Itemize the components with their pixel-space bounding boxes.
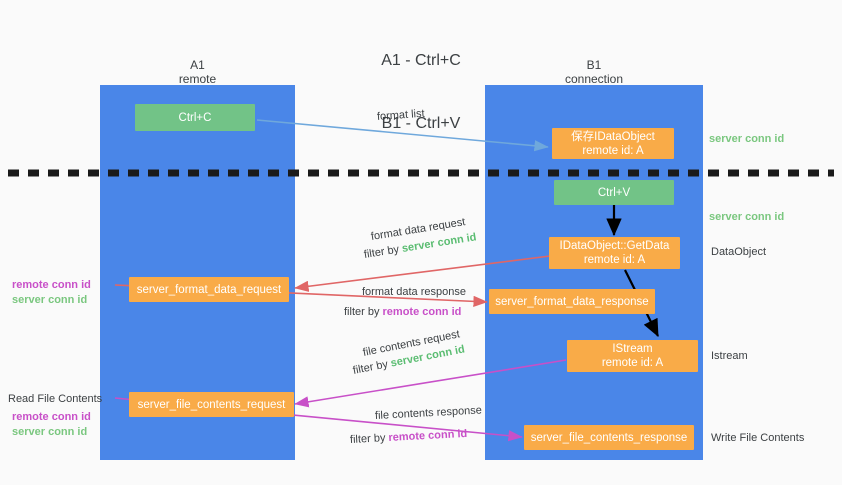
node-fmt-resp-label: server_format_data_response xyxy=(495,295,649,308)
node-istream-label: IStream xyxy=(612,343,653,355)
annotation-left-server-conn-id-2: server conn id xyxy=(12,426,88,438)
node-istream[interactable]: IStream remote id: A xyxy=(567,340,698,372)
annotation-left-conn-ids-lower: remote conn id server conn id xyxy=(12,410,91,440)
annotation-write-file-contents: Write File Contents xyxy=(711,431,804,446)
annotation-left-server-conn-id: server conn id xyxy=(12,294,88,306)
annotation-dataobject-text: DataObject xyxy=(711,246,767,258)
node-ctrl-c-label: Ctrl+C xyxy=(178,111,212,124)
node-file-resp-label: server_file_contents_response xyxy=(530,431,688,444)
column-header-a1: A1 remote xyxy=(100,58,295,86)
annotation-istream: Istream xyxy=(711,349,748,364)
annotation-right-server-conn-id-top: server conn id xyxy=(709,132,784,147)
node-fmt-req-label: server_format_data_request xyxy=(136,283,282,296)
node-getdata-label: IDataObject::GetData xyxy=(559,240,670,252)
node-ctrl-v[interactable]: Ctrl+V xyxy=(554,180,674,205)
node-file-req-label: server_file_contents_request xyxy=(137,398,286,411)
node-server-file-contents-request[interactable]: server_file_contents_request xyxy=(129,392,294,417)
arrow-format-data-request xyxy=(294,255,551,292)
annotation-left-remote-conn-id: remote conn id xyxy=(12,279,91,291)
node-save-idataobject-sub: remote id: A xyxy=(582,144,644,157)
column-header-b1: B1 connection xyxy=(485,58,703,86)
label-file-resp-prefix: filter by xyxy=(349,431,389,446)
arrow-format-list xyxy=(256,119,549,152)
arrow-file-contents-request xyxy=(294,359,567,408)
label-fmt-resp-prefix: filter by xyxy=(344,306,383,318)
annotation-istream-text: Istream xyxy=(711,350,748,362)
node-save-idataobject-label: 保存IDataObject xyxy=(571,130,655,143)
title-line-2: B1 - Ctrl+V xyxy=(381,115,461,132)
node-istream-sub: remote id: A xyxy=(601,357,664,369)
page-title: A1 - Ctrl+C B1 - Ctrl+V xyxy=(0,8,842,176)
node-idataobject-getdata[interactable]: IDataObject::GetData remote id: A xyxy=(549,237,680,269)
node-ctrl-c[interactable]: Ctrl+C xyxy=(135,104,255,131)
annotation-right-server-mid-text: server conn id xyxy=(709,211,785,223)
node-ctrl-v-label: Ctrl+V xyxy=(597,186,631,199)
annotation-right-server-conn-id-mid: server conn id xyxy=(709,210,784,225)
node-server-format-data-response[interactable]: server_format_data_response xyxy=(489,289,655,314)
node-server-file-contents-response[interactable]: server_file_contents_response xyxy=(524,425,694,450)
node-getdata-sub: remote id: A xyxy=(583,254,646,266)
label-format-data-response-line1: format data response xyxy=(362,286,466,298)
annotation-left-conn-ids-upper: remote conn id server conn id xyxy=(12,278,91,308)
title-line-1: A1 - Ctrl+C xyxy=(381,52,461,69)
annotation-read-file-text: Read File Contents xyxy=(8,393,103,405)
node-save-idataobject[interactable]: 保存IDataObject remote id: A xyxy=(552,128,674,159)
annotation-right-server-top-text: server conn id xyxy=(709,133,785,145)
column-b1-name: B1 xyxy=(586,58,602,72)
annotation-write-file-text: Write File Contents xyxy=(711,432,805,444)
label-fmt-resp-key: remote conn id xyxy=(382,306,462,318)
annotation-read-file-contents: Read File Contents xyxy=(8,392,102,407)
column-a1-role: remote xyxy=(178,72,217,86)
annotation-dataobject: DataObject xyxy=(711,245,766,260)
column-a1-name: A1 xyxy=(190,58,205,72)
label-format-data-response-line2: filter by remote conn id xyxy=(344,305,461,319)
node-server-format-data-request[interactable]: server_format_data_request xyxy=(129,277,289,302)
column-b1-role: connection xyxy=(564,72,624,86)
annotation-left-remote-conn-id-2: remote conn id xyxy=(12,411,91,423)
